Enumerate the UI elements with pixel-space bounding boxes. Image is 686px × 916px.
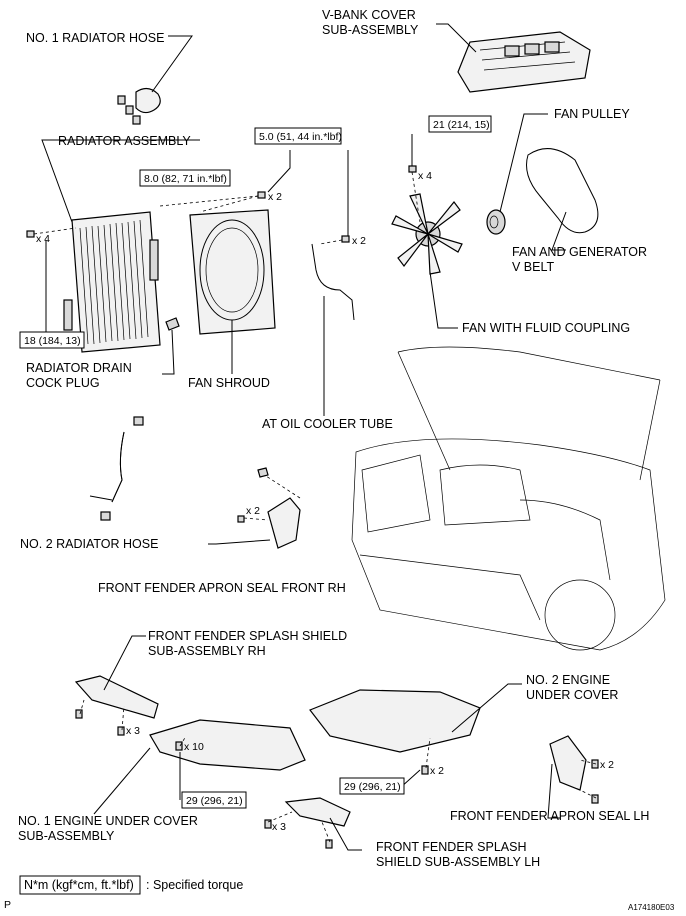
torque-legend: N*m (kgf*cm, ft.*lbf) : Specified torque — [19, 875, 243, 895]
qty-x4-fan: x 4 — [418, 170, 432, 182]
no1-radiator-hose-part — [117, 87, 161, 125]
label-drain-cock: RADIATOR DRAIN — [26, 361, 132, 375]
torque-29-a: 29 (296, 21) — [186, 795, 243, 807]
legend-unit: N*m (kgf*cm, ft.*lbf) — [24, 878, 134, 892]
qty-x2-shroud: x 2 — [268, 191, 282, 203]
part-labels: NO. 1 RADIATOR HOSE V-BANK COVER SUB-ASS… — [18, 8, 649, 869]
apron-seal-rh-part — [267, 497, 301, 549]
qty-x3-splash-rh: x 3 — [126, 725, 140, 737]
label-splash-rh-2: SUB-ASSEMBLY RH — [148, 644, 266, 658]
label-splash-lh-2: SHIELD SUB-ASSEMBLY LH — [376, 855, 540, 869]
v-belt-part — [526, 148, 599, 234]
label-oil-cooler-tube: AT OIL COOLER TUBE — [262, 417, 393, 431]
label-splash-lh: FRONT FENDER SPLASH — [376, 840, 527, 854]
qty-x2-no2-under: x 2 — [430, 765, 444, 777]
label-apron-seal-rh: FRONT FENDER APRON SEAL FRONT RH — [98, 581, 346, 595]
radiator-assembly-part — [63, 211, 161, 353]
label-fan-shroud: FAN SHROUD — [188, 376, 270, 390]
qty-x10-under: x 10 — [184, 741, 204, 753]
label-fan-pulley: FAN PULLEY — [554, 107, 630, 121]
fan-shroud-part — [189, 209, 276, 335]
qty-x3-splash-lh: x 3 — [272, 821, 286, 833]
label-fan-fluid-coupling: FAN WITH FLUID COUPLING — [462, 321, 630, 335]
label-fan-belt: FAN AND GENERATOR — [512, 245, 647, 259]
torque-18: 18 (184, 13) — [24, 335, 81, 347]
page-mark: P — [4, 899, 11, 911]
label-apron-seal-lh: FRONT FENDER APRON SEAL LH — [450, 809, 649, 823]
label-radiator-assembly: RADIATOR ASSEMBLY — [58, 134, 191, 148]
label-no2-under-cover: NO. 2 ENGINE — [526, 673, 610, 687]
label-no2-radiator-hose: NO. 2 RADIATOR HOSE — [20, 537, 158, 551]
label-no1-under-cover-2: SUB-ASSEMBLY — [18, 829, 115, 843]
label-no2-under-cover-2: UNDER COVER — [526, 688, 618, 702]
apron-seal-lh-part — [549, 735, 587, 791]
splash-shield-rh-part — [74, 675, 159, 719]
v-bank-cover-part — [457, 31, 591, 93]
label-fan-belt-2: V BELT — [512, 260, 555, 274]
qty-x4-radiator: x 4 — [36, 233, 50, 245]
qty-x2-tube: x 2 — [352, 235, 366, 247]
no2-engine-under-cover-part — [309, 689, 481, 753]
clip-part — [257, 467, 269, 478]
label-drain-cock-2: COCK PLUG — [26, 376, 100, 390]
label-no1-under-cover: NO. 1 ENGINE UNDER COVER — [18, 814, 198, 828]
oil-cooler-tube-part — [311, 243, 355, 321]
qty-x2-apron-rh: x 2 — [246, 505, 260, 517]
torque-5-0: 5.0 (51, 44 in.*lbf) — [259, 131, 342, 143]
label-splash-rh: FRONT FENDER SPLASH SHIELD — [148, 629, 347, 643]
figure-id: A174180E03 — [628, 903, 675, 912]
drain-cock-plug-part — [165, 317, 180, 331]
fan-pulley-part — [486, 209, 506, 235]
splash-shield-lh-part — [284, 797, 351, 827]
label-v-bank-cover: V-BANK COVER — [322, 8, 416, 22]
torque-29-b: 29 (296, 21) — [344, 781, 401, 793]
legend-text: : Specified torque — [146, 878, 243, 892]
torque-8-0: 8.0 (82, 71 in.*lbf) — [144, 173, 227, 185]
qty-x2-apron-lh: x 2 — [600, 759, 614, 771]
torque-boxes: 5.0 (51, 44 in.*lbf) 21 (214, 15) 8.0 (8… — [19, 115, 492, 809]
label-no1-radiator-hose: NO. 1 RADIATOR HOSE — [26, 31, 164, 45]
no2-radiator-hose-part — [100, 416, 144, 521]
quantity-labels: x 2 x 4 x 4 x 2 x 2 x 3 x 10 x 2 x 2 x 3 — [36, 170, 614, 833]
fan-with-fluid-coupling-part — [391, 193, 463, 275]
alignment-lines — [33, 171, 597, 843]
no1-engine-under-cover-part — [149, 719, 306, 771]
vehicle-front-illustration — [351, 346, 666, 651]
label-v-bank-cover-sub: SUB-ASSEMBLY — [322, 23, 419, 37]
torque-21: 21 (214, 15) — [433, 119, 490, 131]
fasteners — [26, 165, 599, 849]
